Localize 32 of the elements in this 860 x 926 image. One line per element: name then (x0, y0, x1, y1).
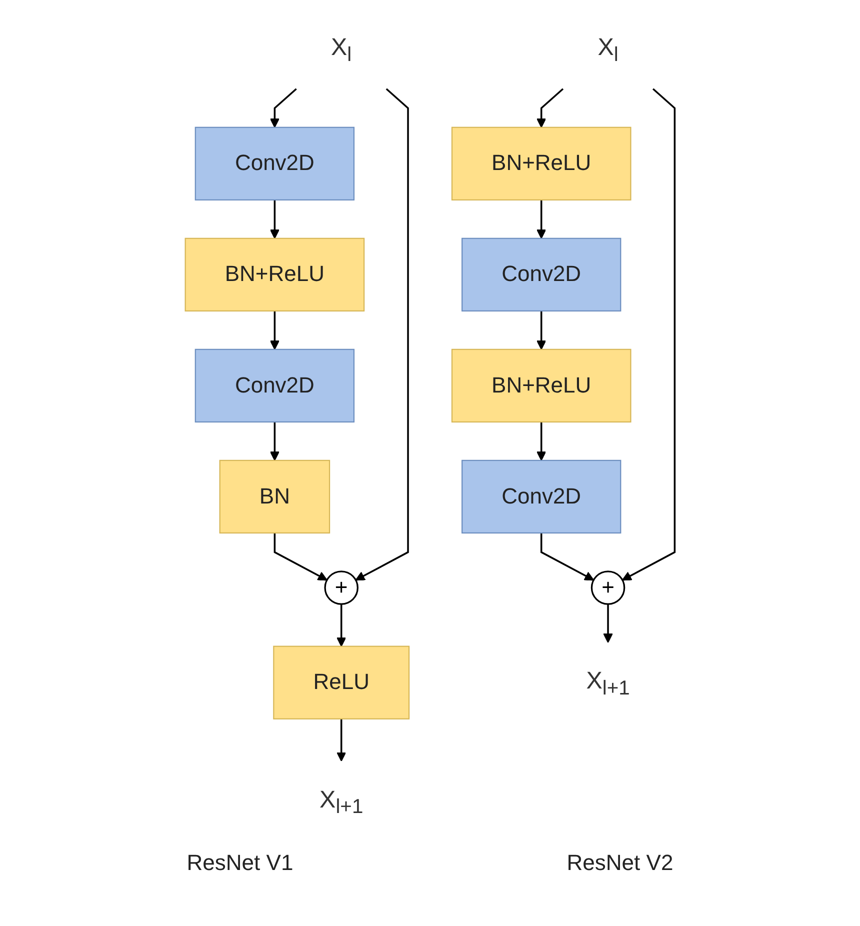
node-circle: + (324, 570, 358, 605)
node-box: BN+ReLU (451, 348, 632, 422)
arrow (536, 88, 564, 128)
arrow (270, 310, 280, 350)
node-text: X$_{l+1}$ (320, 785, 364, 818)
node-box: BN+ReLU (451, 126, 632, 200)
node-box: Conv2D (194, 126, 355, 200)
arrow (536, 310, 546, 350)
diagram-caption: ResNet V2 (566, 850, 674, 876)
arrow (540, 532, 594, 580)
node-box: Conv2D (462, 238, 622, 312)
arrow (536, 422, 546, 461)
diagram-caption: ResNet V1 (186, 850, 294, 876)
arrow (622, 88, 676, 580)
arrow (274, 532, 328, 580)
node-text: X$_{l}$ (598, 32, 618, 66)
arrow (270, 88, 297, 128)
arrow (536, 200, 546, 239)
arrow (336, 718, 346, 762)
node-box: Conv2D (462, 460, 622, 534)
node-box: Conv2D (194, 348, 355, 422)
node-text: X$_{l+1}$ (586, 666, 630, 700)
arrow (270, 422, 280, 461)
arrow (270, 200, 280, 239)
node-circle: + (590, 570, 626, 605)
arrow (355, 88, 409, 580)
node-text: X$_{l}$ (331, 32, 352, 66)
arrow (336, 604, 346, 647)
node-box: ReLU (273, 646, 410, 720)
node-box: BN (219, 460, 330, 534)
arrow (603, 604, 613, 643)
node-box: BN+ReLU (184, 238, 365, 312)
